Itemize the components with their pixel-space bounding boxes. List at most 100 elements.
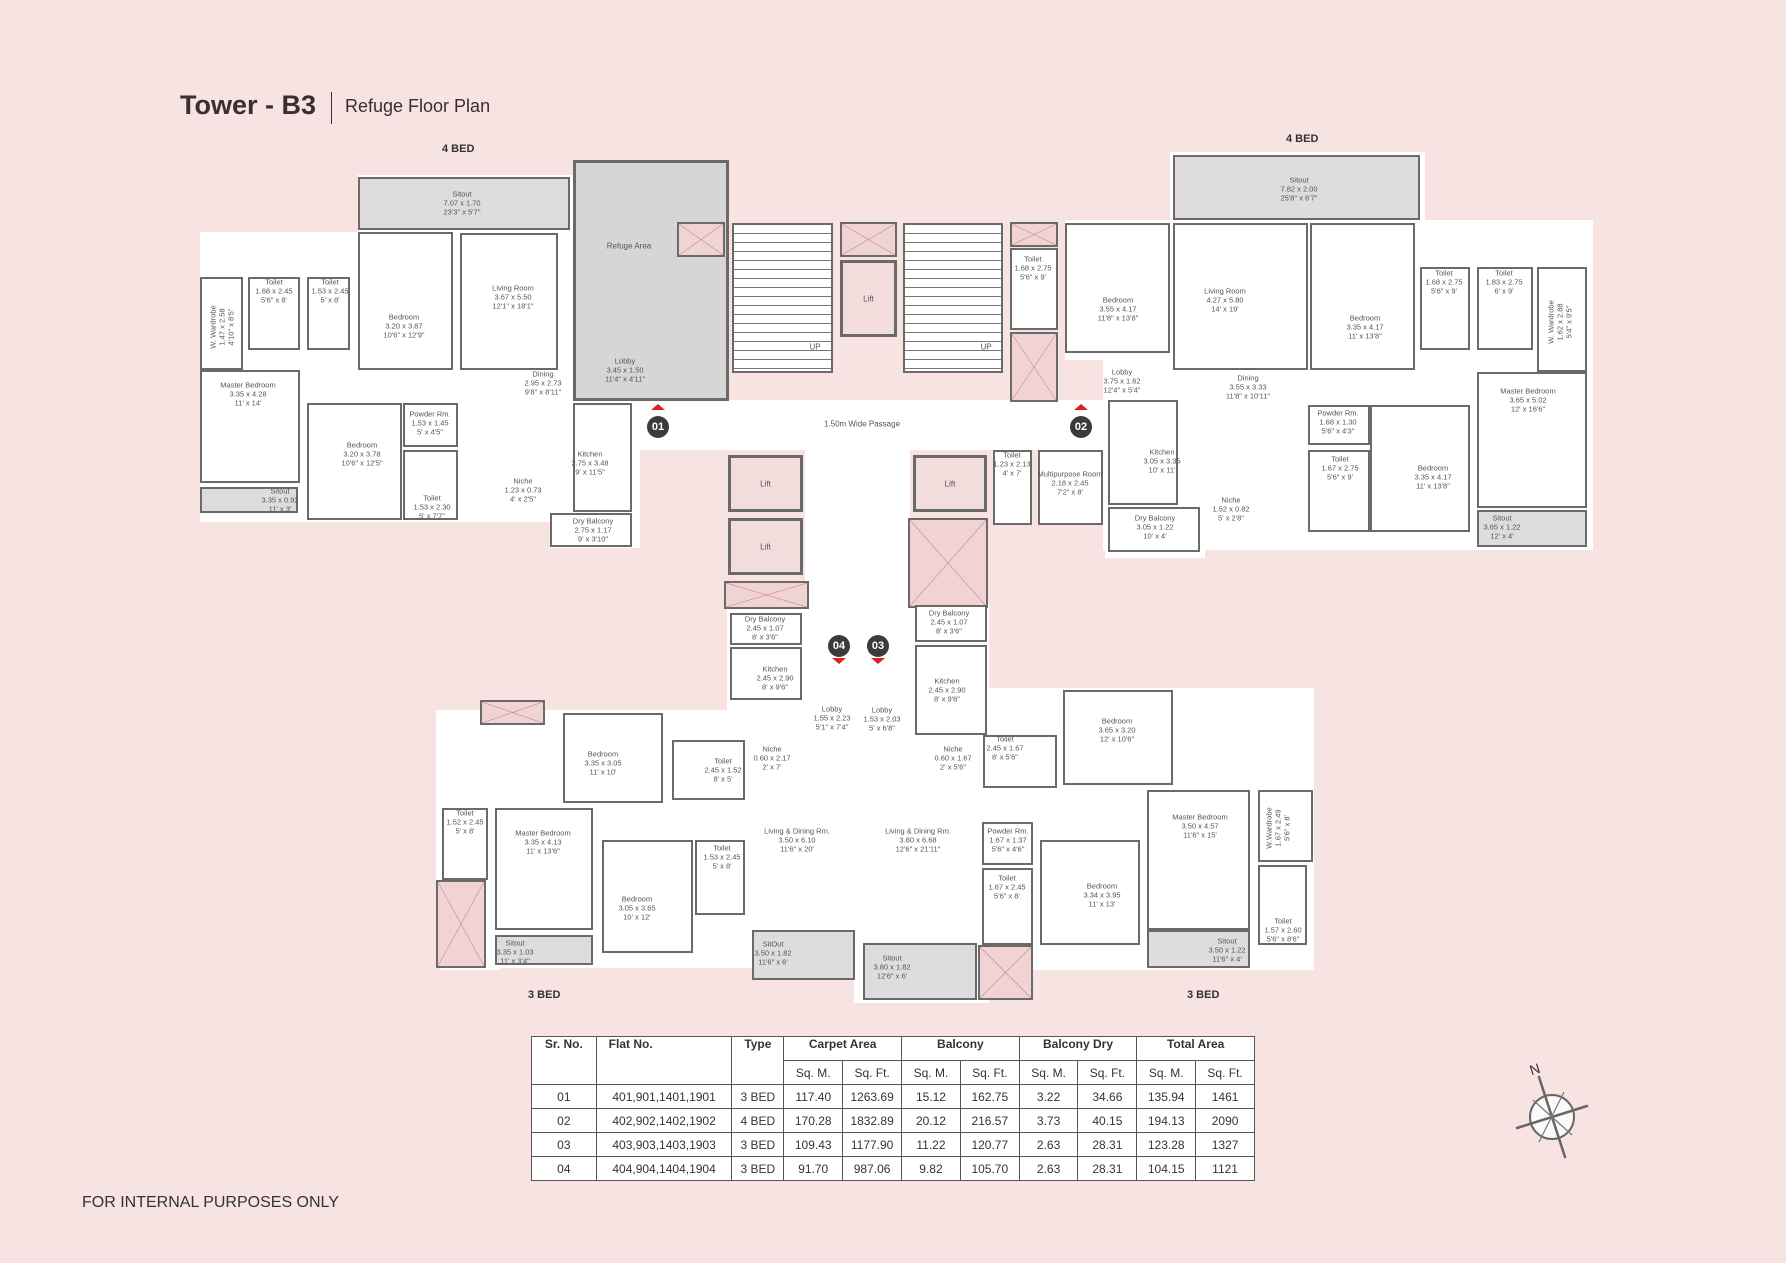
table-cell: 91.70 (783, 1156, 844, 1181)
room-metric: 3.55 x 3.33 (1229, 382, 1267, 392)
room-name: Niche (513, 476, 533, 486)
room-name: Sitout (882, 953, 902, 963)
room-metric: 3.75 x 1.62 (1103, 376, 1141, 386)
unit-header: Sq. M. (783, 1060, 844, 1085)
staircase-right (903, 223, 1003, 373)
room-metric: 1.52 x 2.45 (446, 817, 484, 827)
room-imperial: 9' x 11'5" (575, 467, 605, 477)
room-imperial: 12'6" x 21'11" (895, 844, 941, 854)
flat-01-kitchen-area (573, 403, 632, 512)
flat-03-toilet-area (982, 868, 1033, 945)
room-metric: 3.55 x 4.17 (1099, 304, 1137, 314)
flat-04-bedroom-area (563, 713, 663, 803)
unit-header: Sq. M. (901, 1060, 961, 1085)
room-name: Dry Balcony (744, 614, 786, 624)
unit-header: Sq. M. (1136, 1060, 1197, 1085)
room-imperial: 5' x 4'5" (417, 427, 443, 437)
room-name: Living & Dining Rm. (764, 826, 830, 836)
room-metric: 3.20 x 3.87 (385, 321, 423, 331)
room-imperial: 10'6" x 12'5" (341, 458, 383, 468)
flat-02-toilet-area (1308, 450, 1370, 532)
room-imperial: 10'6" x 12'9" (383, 330, 425, 340)
room-name: Toilet (996, 734, 1014, 744)
room-imperial: 4' x 2'5" (510, 494, 536, 504)
room-imperial: 11' x 13'8" (1416, 481, 1450, 491)
room-metric: 1.62 x 2.88 (1555, 303, 1565, 341)
flat-marker-04: 04 (828, 635, 850, 657)
room-metric: 3.50 x 4.57 (1181, 821, 1219, 831)
room-imperial: 9' x 3'10" (577, 534, 609, 544)
flat-03-kitchen-area (915, 645, 987, 735)
room-imperial: 2' x 7' (762, 762, 782, 772)
room-metric: 3.80 x 6.68 (899, 835, 937, 845)
flat-02-bedroom-area (1370, 405, 1470, 532)
room-name: Sitout (1217, 936, 1237, 946)
table-cell: 170.28 (783, 1108, 844, 1133)
table-cell: 123.28 (1136, 1132, 1197, 1157)
room-metric: 7.82 x 2.00 (1280, 184, 1318, 194)
table-cell: 03 (531, 1132, 597, 1157)
table-cell: 1832.89 (842, 1108, 903, 1133)
room-metric: 2.95 x 2.73 (524, 378, 562, 388)
room-metric: 1.83 x 2.75 (1485, 277, 1523, 287)
staircase-left (732, 223, 833, 373)
flat-01-sitout-area (358, 177, 570, 230)
room-metric: 1.53 x 2.45 (703, 852, 741, 862)
area-table: Sr. No. Flat No. Type Carpet Area Balcon… (531, 1036, 1255, 1181)
room-imperial: 2' x 5'6" (940, 762, 966, 772)
room-metric: 1.68 x 1.30 (1319, 417, 1357, 427)
flat-02-toilet-area (1010, 248, 1058, 330)
flat-01-dry-balcony-area (550, 513, 632, 547)
table-cell: 04 (531, 1156, 597, 1181)
room-metric: 3.34 x 3.95 (1083, 890, 1121, 900)
lift-car (728, 455, 803, 512)
lift-car (840, 260, 897, 337)
header-total-area: Total Area (1136, 1036, 1255, 1061)
room-imperial: 9'8" x 8'11" (524, 387, 562, 397)
room-name: Niche (1221, 495, 1241, 505)
flat-03-master-bedroom-area (1147, 790, 1250, 930)
table-cell: 28.31 (1077, 1132, 1138, 1157)
flat-marker-01: 01 (647, 416, 669, 438)
room-name: Master Bedroom (1172, 812, 1228, 822)
unit-header: Sq. Ft. (1195, 1060, 1255, 1085)
flat-02-toilet-area (1477, 267, 1533, 350)
room-metric: 1.53 x 2.03 (863, 714, 901, 724)
room-name: Toilet (1003, 450, 1021, 460)
room-name: SitOut (762, 939, 784, 949)
room-metric: 2.45 x 1.67 (986, 743, 1024, 753)
room-name: Niche (943, 744, 963, 754)
room-name: Toilet (265, 277, 283, 287)
room-imperial: 5'6" x 9' (1327, 472, 1353, 482)
lift-label: Lift (760, 479, 771, 488)
room-name: Kitchen (762, 664, 788, 674)
room-name: Bedroom (1102, 295, 1134, 305)
table-cell: 105.70 (959, 1156, 1020, 1181)
table-cell: 109.43 (783, 1132, 844, 1157)
room-name: Dry Balcony (928, 608, 970, 618)
room-name: Sitout (452, 189, 472, 199)
room-name: Multipurpose Room (1037, 469, 1103, 479)
flat-01-bedroom-area (307, 403, 402, 520)
room-imperial: 5' x 7'7" (419, 511, 445, 521)
room-imperial: 5' x 8' (320, 295, 340, 305)
room-metric: 1.52 x 0.82 (1212, 504, 1250, 514)
room-name: Living & Dining Rm. (885, 826, 951, 836)
table-cell: 162.75 (959, 1084, 1020, 1109)
room-imperial: 5' x 8' (455, 826, 475, 836)
table-cell: 2.63 (1018, 1156, 1079, 1181)
room-metric: 0.60 x 2.17 (753, 753, 791, 763)
bed-label-top-right: 4 BED (1286, 133, 1319, 145)
room-metric: 1.53 x 1.45 (411, 418, 449, 428)
room-name: Bedroom (1086, 881, 1118, 891)
